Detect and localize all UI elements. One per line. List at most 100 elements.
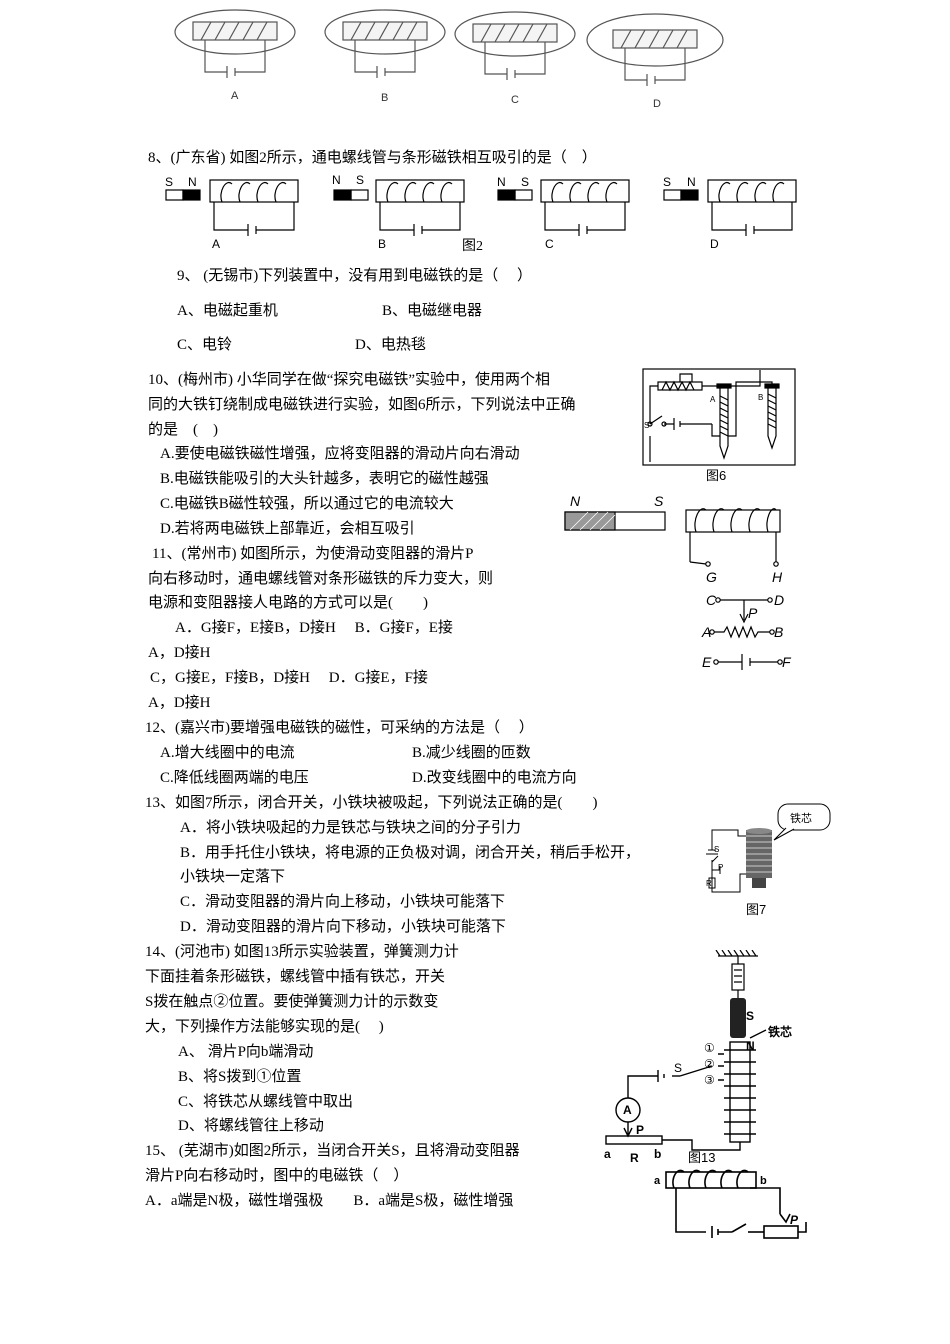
q13-option-b: B．用手托住小铁块，将电源的正负极对调，闭合开关，稍后手松开， — [180, 845, 641, 861]
q8-a-left-pole: S — [165, 175, 173, 189]
q11-fig-a: A — [701, 624, 711, 640]
q11-fig-f: F — [782, 654, 792, 670]
q12-option-b: B.减少线圈的匝数 — [412, 745, 531, 761]
q13-fig-caption: 图7 — [746, 902, 766, 917]
q10-line-1: 10、(梅州市) 小华同学在做“探究电磁铁”实验中，使用两个相 — [148, 372, 551, 388]
q8-text: 8、(广东省) 如图2所示，通电螺线管与条形磁铁相互吸引的是（ ） — [148, 150, 597, 166]
q11-fig-p: P — [748, 605, 758, 621]
q11-fig-d: D — [774, 592, 784, 608]
q14-fig-b: b — [654, 1147, 661, 1161]
q11-fig-h: H — [772, 569, 783, 585]
q8-b-label: B — [378, 237, 386, 251]
q10-fig-switch-label: S — [644, 421, 649, 430]
q11-fig-g: G — [706, 569, 717, 585]
q11-options-cd: C，G接E，F接B，D接H D．G接E，F接 — [150, 670, 428, 686]
q14-line-3: S拨在触点②位置。要使弹簧测力计的示数变 — [145, 994, 439, 1010]
solenoid-c — [454, 11, 576, 80]
top-label-b: B — [381, 92, 388, 104]
q8-d-left-pole: S — [663, 175, 671, 189]
q15-figure: a b P — [654, 1169, 807, 1239]
top-solenoid-figure: A B C D — [174, 9, 724, 110]
q11-fig-n: N — [570, 493, 581, 509]
q13-text: 13、如图7所示，闭合开关，小铁块被吸起，下列说法正确的是( ) — [145, 795, 598, 811]
q9-option-d: D、电热毯 — [355, 337, 426, 353]
solenoid-d — [586, 13, 724, 86]
top-label-c: C — [511, 94, 519, 106]
q13-figure-7: 铁芯 S P R 图7 — [706, 803, 831, 917]
q14-fig-switch: S — [674, 1061, 682, 1075]
q14-fig-r: R — [630, 1151, 639, 1165]
q14-line-4: 大，下列操作方法能够实现的是( ) — [145, 1019, 384, 1035]
q10-option-a: A.要使电磁铁磁性增强，应将变阻器的滑动片向右滑动 — [160, 446, 520, 462]
q10-figure-6: S A B 图6 — [642, 368, 796, 483]
q10-line-2: 同的大铁钉绕制成电磁铁进行实验，如图6所示，下列说法中正确 — [148, 397, 576, 413]
q8-b-left-pole: N — [332, 173, 341, 187]
q14-figure-13: S N 铁芯 ① ② ③ S A P a R b 图13 — [604, 950, 792, 1165]
q8-option-a — [165, 179, 299, 236]
q11-line-1: 11、(常州市) 如图所示，为使滑动变阻器的滑片P — [152, 546, 474, 562]
top-label-a: A — [231, 90, 239, 102]
q8-a-label: A — [212, 237, 220, 251]
q8-d-label: D — [710, 237, 719, 251]
q11-options-ab: A．G接F，E接B，D接H B．G接F，E接 — [175, 620, 453, 636]
q11-fig-b: B — [774, 624, 783, 640]
q14-fig-p: P — [636, 1123, 644, 1137]
q8-fig-caption: 图2 — [462, 239, 483, 254]
q9-text: 9、 (无锡市)下列装置中，没有用到电磁铁的是（ ） — [177, 268, 532, 284]
q13-option-d: D．滑动变阻器的滑片向下移动，小铁块可能落下 — [180, 919, 506, 935]
q8-option-d — [663, 179, 797, 236]
q12-option-c: C.降低线圈两端的电压 — [160, 770, 309, 786]
q14-option-a: A、 滑片P向b端滑动 — [178, 1044, 314, 1060]
q14-fig-n: N — [746, 1039, 755, 1053]
q8-c-label: C — [545, 237, 554, 251]
q14-fig-core: 铁芯 — [768, 1024, 792, 1039]
q15-options-ab: A．a端是N极，磁性增强极 B．a端是S极，磁性增强 — [145, 1193, 514, 1209]
q10-fig-caption: 图6 — [706, 468, 726, 483]
q13-option-b-cont: 小铁块一定落下 — [180, 869, 286, 885]
q14-fig-contact-2: ② — [704, 1057, 715, 1071]
q8-option-c — [497, 179, 630, 236]
q10-fig-nail-a-label: A — [710, 395, 716, 404]
q8-option-b — [333, 179, 465, 236]
q11-figure: N S G H C D P A B E F — [564, 493, 792, 670]
q13-fig-callout: 铁芯 — [790, 811, 812, 825]
q10-option-d: D.若将两电磁铁上部靠近，会相互吸引 — [160, 521, 415, 537]
q9-option-b: B、电磁继电器 — [382, 303, 483, 319]
q8-b-right-pole: S — [356, 173, 364, 187]
q12-text: 12、(嘉兴市)要增强电磁铁的磁性，可采纳的方法是（ ） — [145, 720, 534, 736]
q14-fig-contact-3: ③ — [704, 1073, 715, 1087]
q14-option-d: D、将螺线管往上移动 — [178, 1118, 324, 1134]
q10-line-3: 的是 ( ) — [148, 422, 218, 438]
q12-option-d: D.改变线圈中的电流方向 — [412, 770, 577, 786]
q8-d-right-pole: N — [687, 175, 696, 189]
q13-fig-switch: S — [714, 845, 719, 854]
q10-fig-nail-b-label: B — [758, 393, 763, 402]
q14-line-2: 下面挂着条形磁铁，螺线管中插有铁芯，开关 — [145, 969, 446, 985]
q13-option-c: C．滑动变阻器的滑片向上移动，小铁块可能落下 — [180, 894, 506, 910]
q9-option-a: A、电磁起重机 — [177, 303, 278, 319]
q15-line-2: 滑片P向右移动时，图中的电磁铁（ ） — [145, 1168, 409, 1184]
q8-a-right-pole: N — [188, 175, 197, 189]
q14-fig-s: S — [746, 1009, 754, 1023]
q12-option-a: A.增大线圈中的电流 — [160, 745, 295, 761]
q10-option-b: B.电磁铁能吸引的大头针越多，表明它的磁性越强 — [160, 471, 489, 487]
q11-line-3: 电源和变阻器接人电路的方式可以是( ) — [148, 595, 428, 611]
q15-fig-a: a — [654, 1175, 661, 1187]
q14-fig-ammeter: A — [623, 1103, 632, 1117]
q8-c-right-pole: S — [521, 175, 529, 189]
q11-fig-s: S — [654, 493, 664, 509]
q11-options-ab-cont: A，D接H — [148, 645, 211, 661]
q13-option-a: A．将小铁块吸起的力是铁芯与铁块之间的分子引力 — [180, 820, 521, 836]
q15-line-1: 15、 (芜湖市)如图2所示，当闭合开关S，且将滑动变阻器 — [145, 1143, 520, 1159]
q10-option-c: C.电磁铁B磁性较强，所以通过它的电流较大 — [160, 496, 454, 512]
top-label-d: D — [653, 98, 661, 110]
q14-option-b: B、将S拨到①位置 — [178, 1069, 302, 1085]
q13-fig-p: P — [718, 863, 723, 872]
solenoid-b — [324, 9, 446, 78]
solenoid-a — [174, 9, 296, 78]
q8-c-left-pole: N — [497, 175, 506, 189]
q14-fig-contact-1: ① — [704, 1041, 715, 1055]
q14-option-c: C、将铁芯从螺线管中取出 — [178, 1094, 354, 1110]
q11-options-cd-cont: A，D接H — [148, 695, 211, 711]
q14-fig-a: a — [604, 1147, 611, 1161]
